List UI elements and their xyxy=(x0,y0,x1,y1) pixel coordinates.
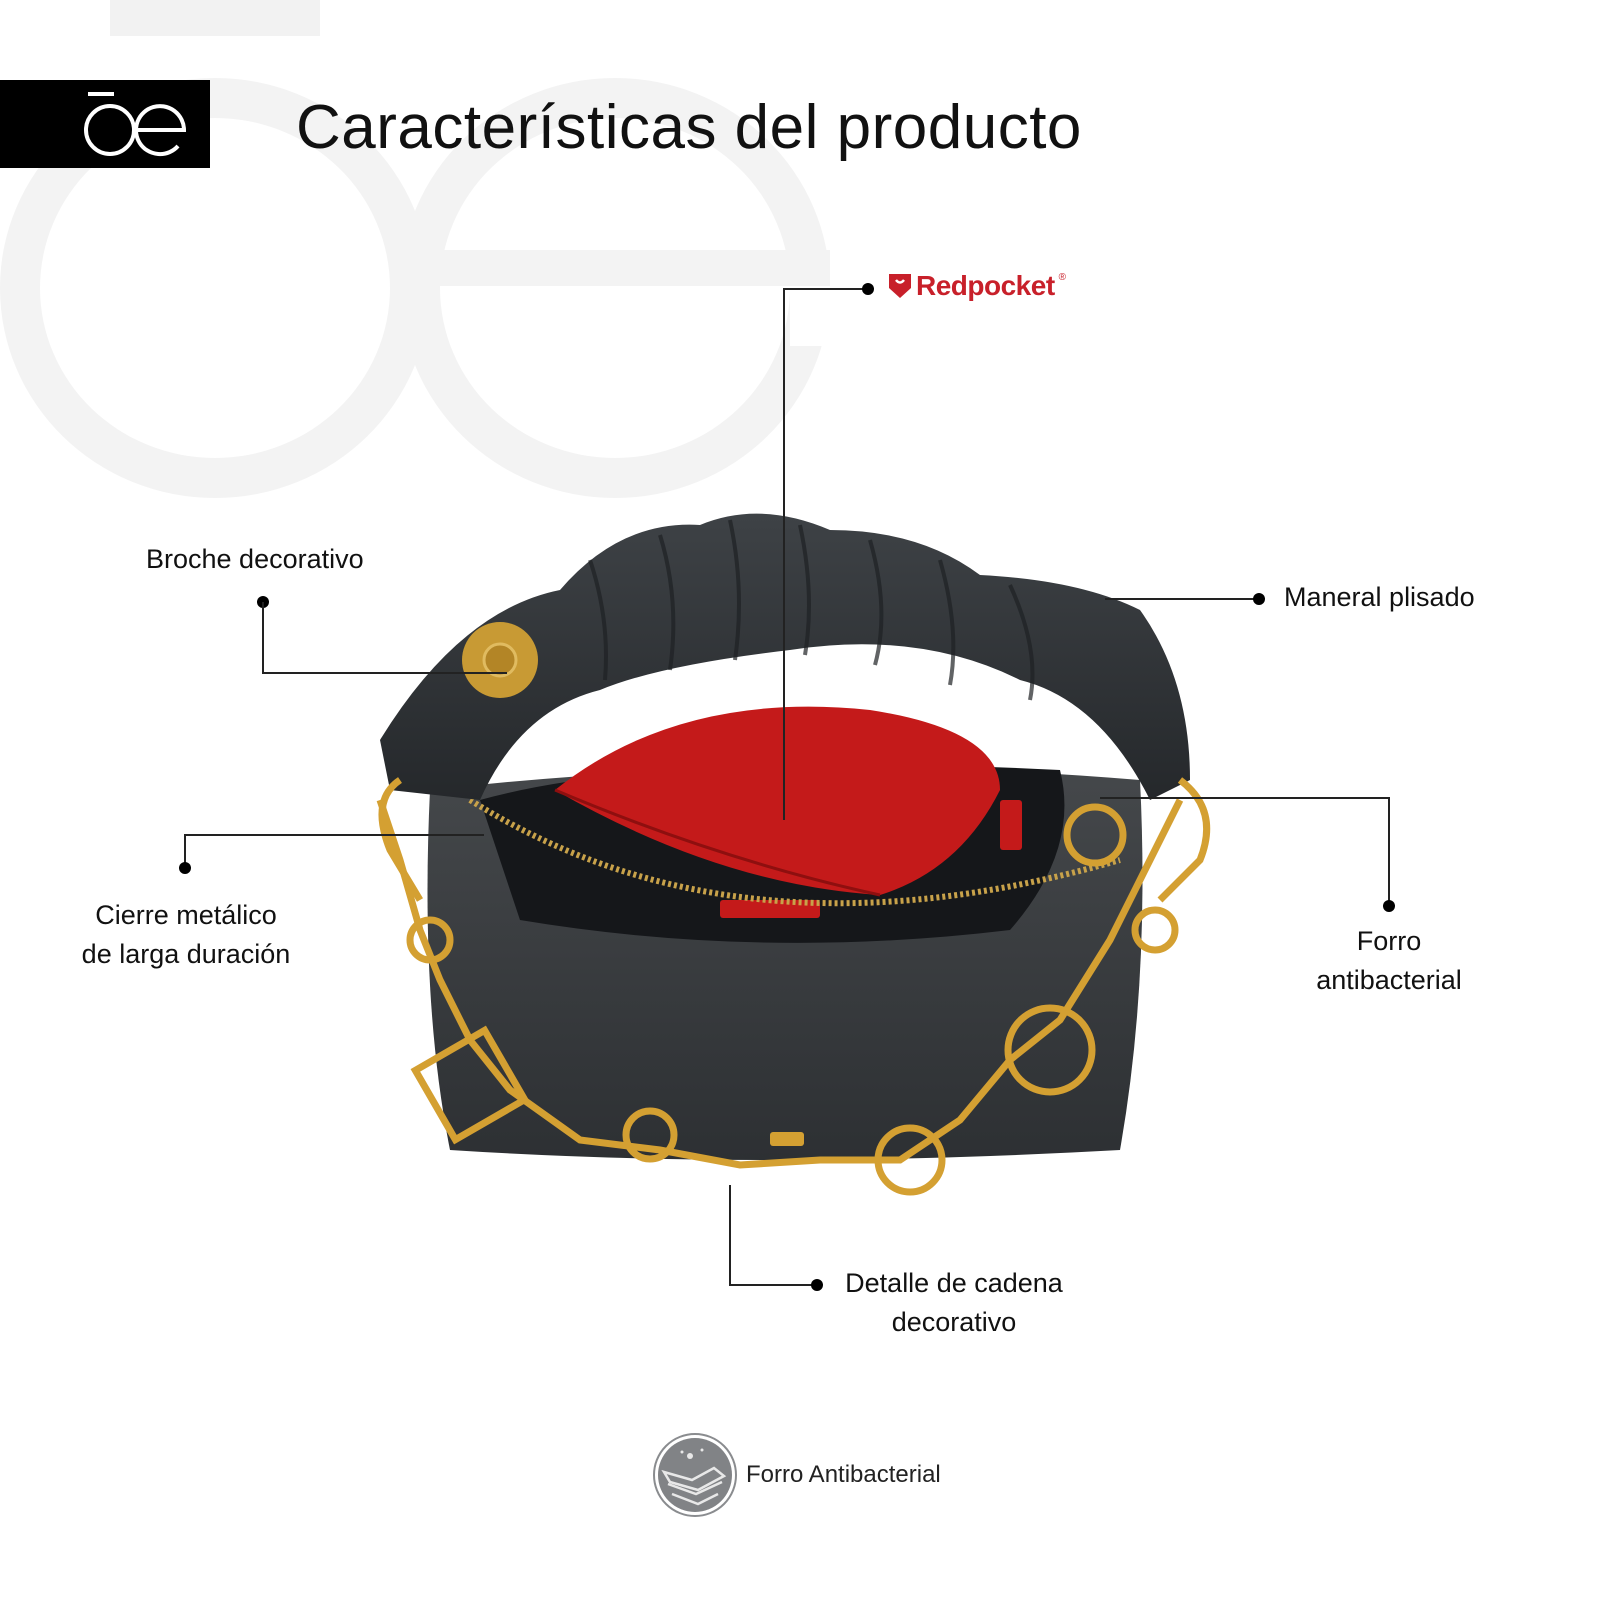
callout-cierre-line2: de larga duración xyxy=(81,939,291,970)
connector-cierre-h xyxy=(184,834,484,836)
connector-forro-h xyxy=(1100,797,1390,799)
callout-cierre-label: Cierre metálico de larga duración xyxy=(66,896,306,974)
dot-redpocket xyxy=(862,283,874,295)
callout-cadena-line2: decorativo xyxy=(891,1307,1017,1338)
dot-maneral xyxy=(1253,593,1265,605)
brand-logo xyxy=(0,80,210,168)
connector-cierre-v xyxy=(184,834,186,866)
redpocket-label: Redpocket xyxy=(916,270,1055,301)
connector-forro-v xyxy=(1388,797,1390,903)
dot-forro xyxy=(1383,900,1395,912)
callout-broche-label: Broche decorativo xyxy=(146,544,364,574)
top-decorative-bar xyxy=(110,0,320,36)
watermark-e-bar xyxy=(440,250,830,286)
connector-redpocket xyxy=(783,288,785,820)
callout-forro-line2: antibacterial xyxy=(1316,965,1462,996)
watermark-e-gap xyxy=(790,286,850,346)
callout-maneral-label: Maneral plisado xyxy=(1284,582,1475,612)
callout-cadena-label: Detalle de cadena decorativo xyxy=(834,1264,1074,1342)
registered-mark: ® xyxy=(1058,272,1067,283)
connector-cadena-v xyxy=(729,1185,731,1285)
connector-redpocket-h xyxy=(783,288,863,290)
dot-cadena xyxy=(811,1279,823,1291)
antibacterial-lining-icon xyxy=(653,1433,737,1517)
callout-cierre-line1: Cierre metálico xyxy=(95,900,277,930)
connector-maneral xyxy=(1105,598,1255,600)
page-title: Características del producto xyxy=(296,93,1082,162)
connector-broche-v xyxy=(262,602,264,674)
callout-cadena-line1: Detalle de cadena xyxy=(845,1268,1063,1298)
callout-forro-label: Forro antibacterial xyxy=(1289,922,1489,1000)
bag-product-image xyxy=(376,513,1211,1196)
antibacterial-label: Forro Antibacterial xyxy=(746,1461,941,1488)
oe-logo-icon xyxy=(84,92,187,157)
connector-broche-h xyxy=(262,672,507,674)
dot-cierre xyxy=(179,862,191,874)
shield-pocket-icon xyxy=(889,274,911,298)
redpocket-brand: Redpocket ® xyxy=(888,270,1066,302)
callout-forro-line1: Forro xyxy=(1356,926,1422,956)
connector-cadena-h xyxy=(729,1284,815,1286)
antibacterial-badge: Forro Antibacterial xyxy=(652,1432,941,1518)
